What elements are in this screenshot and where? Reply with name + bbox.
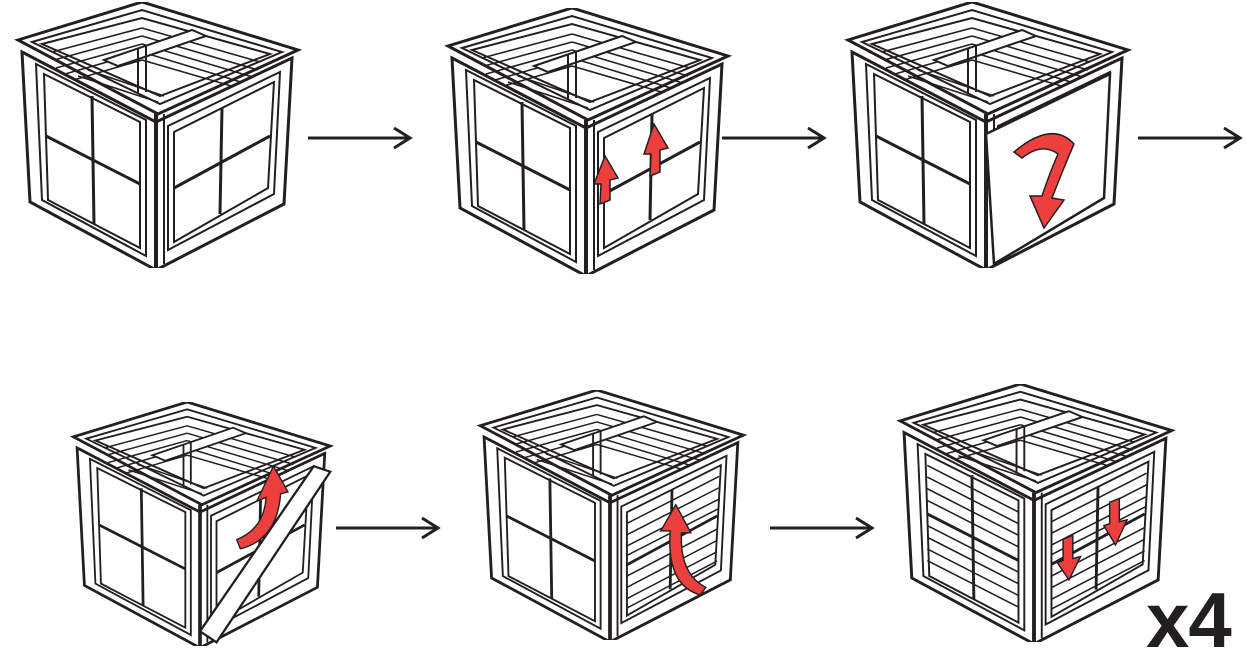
arrow-down-icon <box>1056 497 1129 582</box>
curved-arrow-up-icon <box>235 464 290 550</box>
flow-arrow-4 <box>334 516 440 540</box>
repeat-count-label: x4 <box>1146 576 1232 664</box>
step-6-illustration <box>898 384 1174 642</box>
step-4-illustration <box>71 402 333 646</box>
flow-arrow-5 <box>768 516 874 540</box>
step-5-illustration <box>478 390 746 640</box>
flow-arrow-2 <box>720 126 826 150</box>
flow-arrow-3 <box>1136 126 1242 150</box>
step-2-illustration <box>446 8 730 274</box>
step-1-illustration <box>16 2 300 268</box>
flow-arrow-1 <box>306 126 412 150</box>
curved-arrow-down-icon <box>1012 132 1075 230</box>
curved-arrow-up-icon <box>659 503 707 596</box>
step-3-illustration <box>846 2 1130 268</box>
arrow-up-icon <box>592 122 670 206</box>
